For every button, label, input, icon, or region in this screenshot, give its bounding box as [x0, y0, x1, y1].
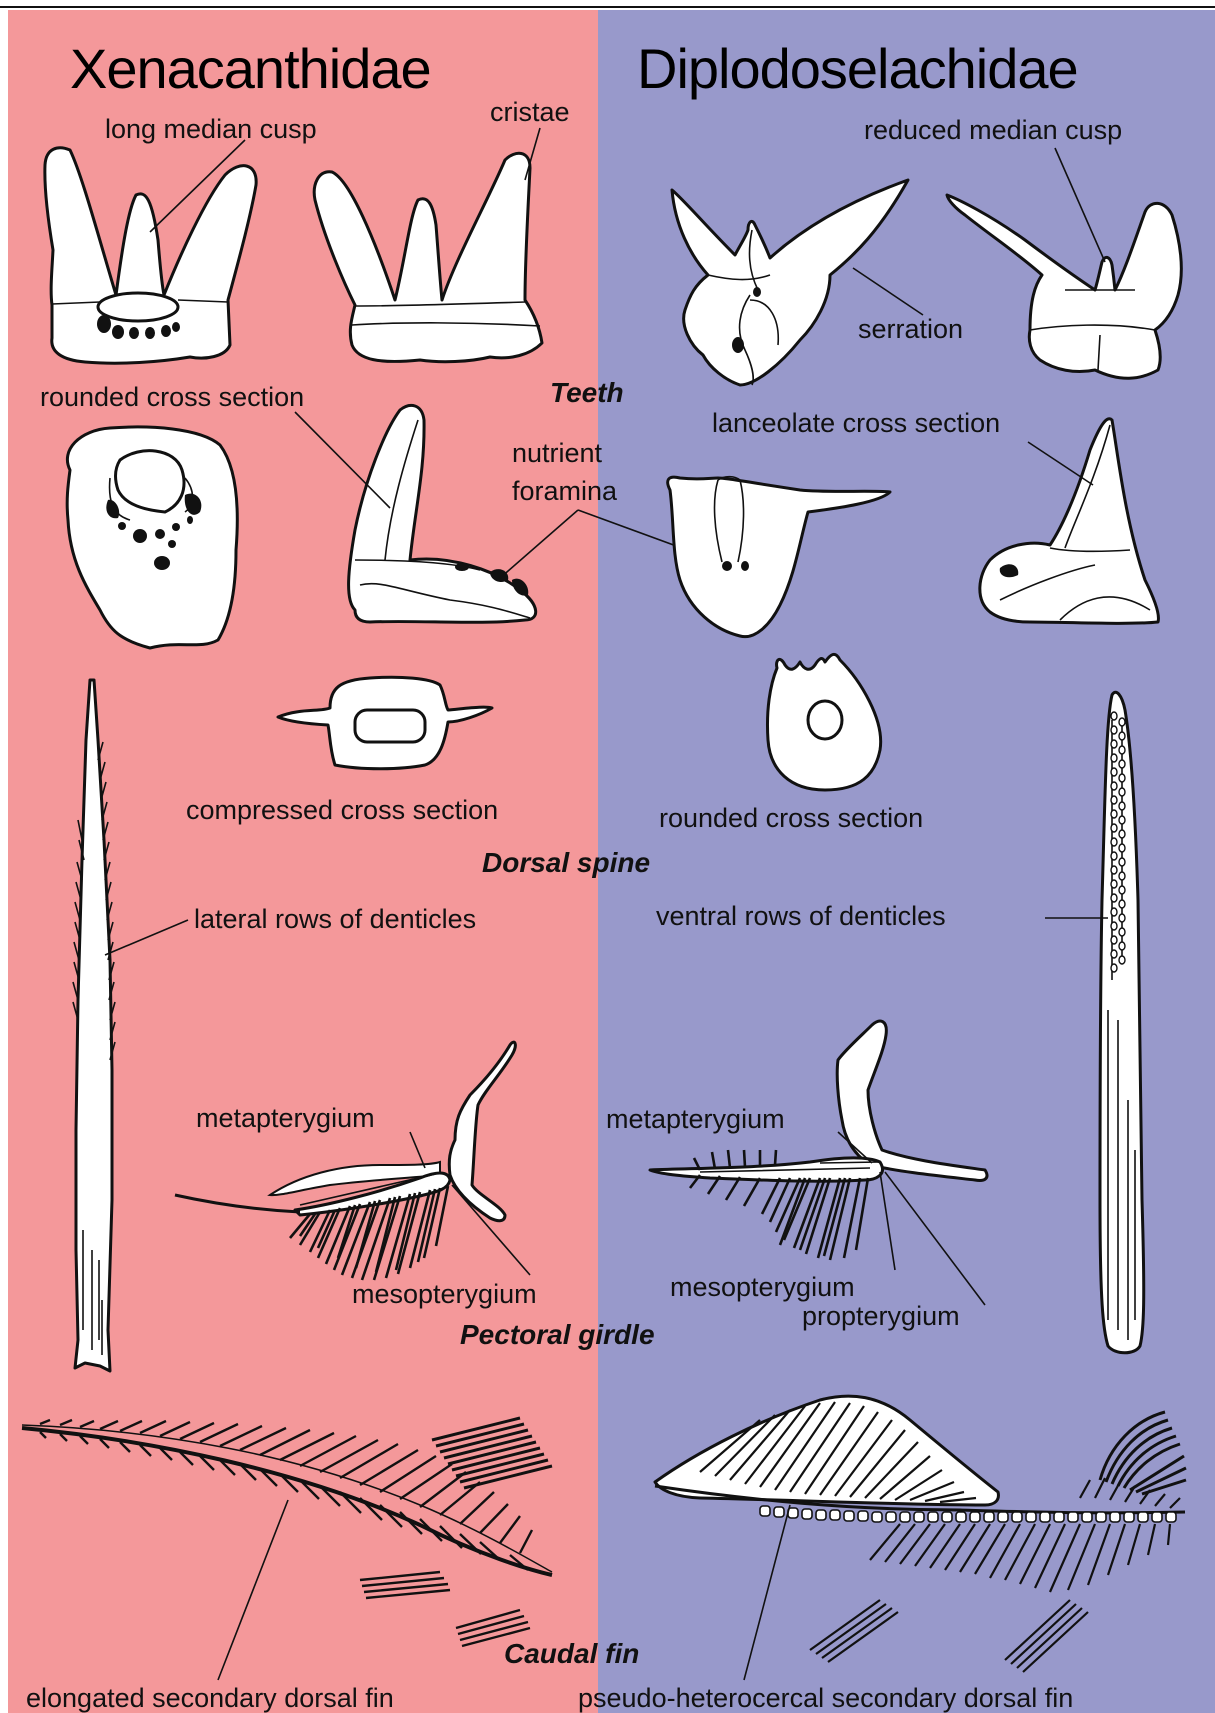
label-nutrient-foramina-line1: nutrient	[512, 438, 603, 468]
label-propterygium: propterygium	[802, 1301, 960, 1331]
label-ventral-rows: ventral rows of denticles	[656, 901, 946, 931]
label-rounded-cross-section-teeth: rounded cross section	[40, 382, 304, 412]
label-pseudo-fin: pseudo-heterocercal secondary dorsal fin	[578, 1683, 1073, 1713]
label-compressed-cross-section: compressed cross section	[186, 795, 498, 825]
section-pectoral-girdle: Pectoral girdle	[460, 1319, 655, 1350]
label-lateral-rows: lateral rows of denticles	[194, 904, 476, 934]
section-teeth: Teeth	[550, 377, 624, 408]
label-elongated-fin: elongated secondary dorsal fin	[26, 1683, 394, 1713]
title-diplodoselachidae: Diplodoselachidae	[637, 37, 1078, 100]
label-metapterygium-left: metapterygium	[196, 1103, 375, 1133]
label-metapterygium-right: metapterygium	[606, 1104, 785, 1134]
label-long-median-cusp: long median cusp	[105, 114, 317, 144]
section-caudal-fin: Caudal fin	[504, 1638, 639, 1669]
label-lanceolate-cross-section: lanceolate cross section	[712, 408, 1000, 438]
label-reduced-median-cusp: reduced median cusp	[864, 115, 1122, 145]
label-serration: serration	[858, 314, 963, 344]
label-mesopterygium-right: mesopterygium	[670, 1272, 855, 1302]
label-nutrient-foramina-line2: foramina	[512, 476, 618, 506]
section-dorsal-spine: Dorsal spine	[482, 847, 650, 878]
label-rounded-cross-section-spine: rounded cross section	[659, 803, 923, 833]
title-xenacanthidae: Xenacanthidae	[70, 37, 431, 100]
label-cristae: cristae	[490, 97, 570, 127]
label-mesopterygium-left: mesopterygium	[352, 1279, 537, 1309]
